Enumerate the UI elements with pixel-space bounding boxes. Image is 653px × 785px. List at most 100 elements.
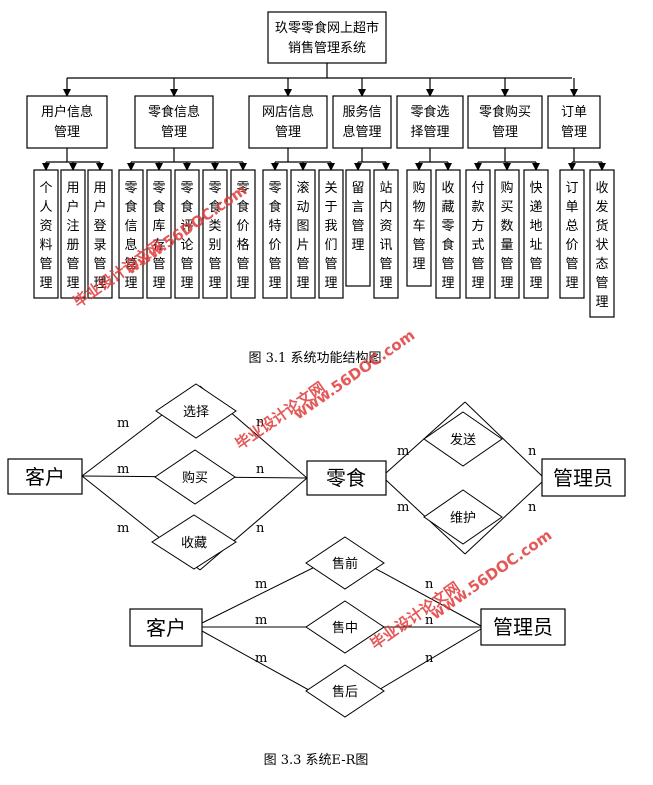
function-leaf-box xyxy=(33,169,59,299)
cardinality-n: n xyxy=(425,651,434,666)
module-label-line2: 息管理 xyxy=(342,124,381,140)
function-leaf-box xyxy=(406,169,432,287)
relation-favorite-label: 收藏 xyxy=(181,536,207,551)
function-leaf-label: 购物车管理 xyxy=(412,180,425,272)
module-label-line1: 零食选 xyxy=(410,104,449,120)
cardinality-n: n xyxy=(425,613,434,628)
cardinality-m: m xyxy=(255,613,267,628)
module-label-line2: 管理 xyxy=(161,125,187,140)
function-leaf-box xyxy=(230,169,256,299)
function-leaf-label: 站内资讯管理 xyxy=(379,181,392,291)
entity-customer xyxy=(7,458,83,495)
relation-pre-sale-label: 售前 xyxy=(332,556,358,572)
module-label-line1: 零食信息 xyxy=(148,104,200,120)
relation-maintain xyxy=(423,489,503,545)
module-label-line1: 网店信息 xyxy=(262,104,314,120)
cardinality-m: m xyxy=(117,416,129,431)
relation-in-sale-label: 售中 xyxy=(332,620,358,636)
entity-admin-2-label: 管理员 xyxy=(493,615,553,639)
module-label-line2: 管理 xyxy=(561,125,587,140)
module-label-line1: 零食购买 xyxy=(479,104,531,120)
function-leaf-box xyxy=(146,169,172,299)
entity-snack xyxy=(306,460,387,496)
function-leaf-box xyxy=(559,169,585,299)
entity-customer-2 xyxy=(129,608,203,647)
module-box xyxy=(467,95,543,149)
function-leaf-label: 快递地址管理 xyxy=(529,181,542,291)
cardinality-n: n xyxy=(256,462,265,477)
function-leaf-box xyxy=(465,169,491,299)
function-leaf-label: 个人资料管理 xyxy=(39,181,52,291)
cardinality-n: n xyxy=(425,577,434,592)
relation-select xyxy=(155,383,237,439)
module-box xyxy=(134,95,214,149)
function-leaf-label: 订单总价管理 xyxy=(565,181,578,291)
function-leaf-label: 购买数量管理 xyxy=(500,180,513,291)
module-box xyxy=(396,95,464,149)
cardinality-m: m xyxy=(397,500,409,515)
root-box xyxy=(267,11,387,64)
function-leaf-box xyxy=(262,169,288,299)
function-leaf-label: 零食库存管理 xyxy=(152,181,165,291)
entity-customer-2-label: 客户 xyxy=(146,616,186,640)
entity-snack-label: 零食 xyxy=(326,466,366,490)
caption-function-structure: 图 3.1 系统功能结构图 xyxy=(249,351,382,366)
relation-in-sale xyxy=(305,600,385,654)
caption-er-diagram: 图 3.3 系统E-R图 xyxy=(264,753,369,768)
function-leaf-label: 零食评论管理 xyxy=(180,181,193,291)
module-box xyxy=(26,95,108,149)
module-label-line2: 管理 xyxy=(275,125,301,140)
er-diagram-bottom: 客户 管理员 售前 售中 售后 m m m n n n 图 3.3 系统E-R图 xyxy=(129,536,566,768)
cardinality-m: m xyxy=(255,651,267,666)
function-leaf-label: 用户登录管理 xyxy=(93,181,106,291)
module-label-line2: 管理 xyxy=(54,125,80,140)
function-leaf-box xyxy=(87,169,113,299)
module-label-line1: 用户信息 xyxy=(41,104,93,120)
relation-buy xyxy=(154,449,236,505)
function-structure-diagram: 玖零零食网上超市 销售管理系统 用户信息管理个人资料管理用户注册管理用户登录管理… xyxy=(26,11,615,366)
function-leaf-box xyxy=(290,169,316,299)
function-leaf-label: 收藏零食管理 xyxy=(441,181,454,291)
function-leaf-box xyxy=(435,169,461,299)
relation-after-sale xyxy=(305,664,385,718)
function-leaf-box xyxy=(589,169,615,318)
function-leaf-label: 付款方式管理 xyxy=(471,181,484,291)
watermark-url: www.56DOC.com xyxy=(290,326,418,423)
function-leaf-box xyxy=(494,169,520,299)
function-leaf-box xyxy=(202,169,228,299)
function-leaf-box xyxy=(318,169,344,299)
entity-admin-label: 管理员 xyxy=(553,466,613,490)
cardinality-n: n xyxy=(256,415,265,430)
module-label-line1: 服务信 xyxy=(342,104,381,120)
function-leaf-label: 用户注册管理 xyxy=(66,181,79,291)
watermark-text: 毕业设计论文网 xyxy=(367,578,463,653)
entity-customer-label: 客户 xyxy=(25,465,65,489)
function-leaf-label: 零食信息管理 xyxy=(124,181,137,291)
function-leaf-label: 零食类别管理 xyxy=(208,181,221,291)
function-leaf-label: 零食价格管理 xyxy=(236,181,249,291)
cardinality-m: m xyxy=(117,462,129,477)
module-label-line1: 订单 xyxy=(561,105,587,120)
cardinality-n: n xyxy=(256,521,265,536)
function-leaf-box xyxy=(523,169,549,299)
module-label-line2: 管理 xyxy=(492,125,518,140)
function-leaf-label: 关于我们管理 xyxy=(324,181,337,291)
modules-layer: 用户信息管理个人资料管理用户注册管理用户登录管理零食信息管理零食信息管理零食库存… xyxy=(26,78,615,318)
relation-select-label: 选择 xyxy=(183,405,209,420)
watermark-text: 毕业设计论文网 xyxy=(232,378,328,453)
cardinality-n: n xyxy=(528,444,537,459)
cardinality-m: m xyxy=(255,577,267,592)
cardinality-m: m xyxy=(397,444,409,459)
function-leaf-label: 零食特价管理 xyxy=(268,181,281,291)
er1-line xyxy=(464,481,543,555)
relation-buy-label: 购买 xyxy=(182,470,208,486)
root-title-line2: 销售管理系统 xyxy=(288,40,366,56)
relation-after-sale-label: 售后 xyxy=(332,684,358,700)
relation-pre-sale xyxy=(305,536,385,590)
module-box xyxy=(248,95,328,149)
er1-line xyxy=(464,401,543,477)
module-box xyxy=(332,95,392,149)
function-leaf-label: 滚动图片管理 xyxy=(296,180,309,291)
function-leaf-label: 收发货状态管理 xyxy=(595,181,608,310)
module-label-line2: 择管理 xyxy=(410,125,449,140)
